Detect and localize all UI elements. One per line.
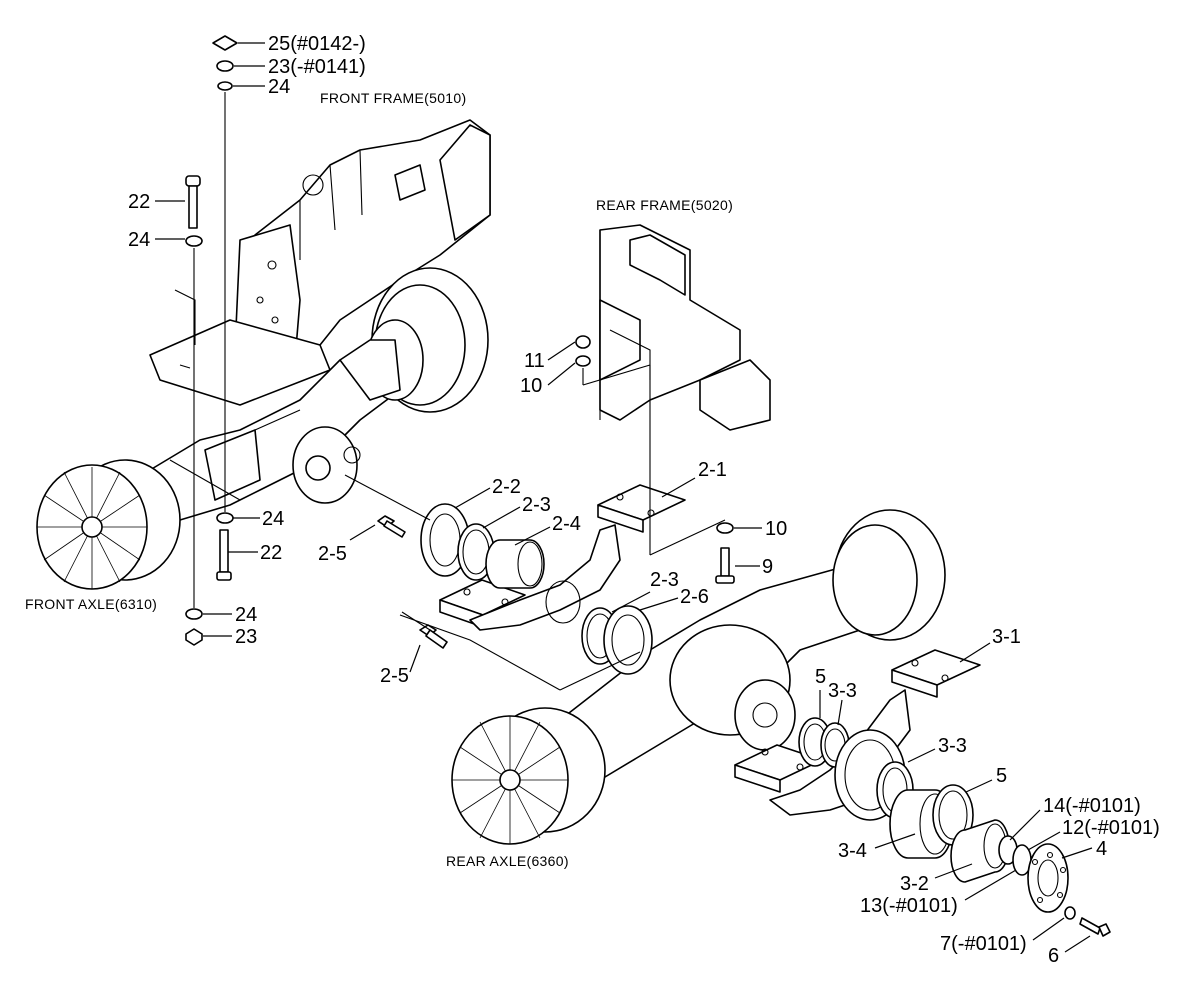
callout-24-top: 24 <box>268 76 290 98</box>
front-mount-hardware <box>185 35 238 646</box>
callout-5b: 5 <box>996 765 1007 787</box>
front-frame <box>149 119 491 406</box>
callout-3-4: 3-4 <box>838 840 867 862</box>
front-frame-caption: FRONT FRAME(5010) <box>320 90 466 106</box>
callout-14: 14(-#0101) <box>1043 795 1141 817</box>
callout-24-upper: 24 <box>128 229 150 251</box>
rear-axle <box>451 509 946 845</box>
bracket-2-1 <box>439 484 686 631</box>
callout-13: 13(-#0101) <box>860 895 958 917</box>
rear-frame <box>599 224 771 431</box>
callout-12: 12(-#0101) <box>1062 817 1160 839</box>
callout-3-1: 3-1 <box>992 626 1021 648</box>
callout-22-top: 22 <box>128 191 150 213</box>
rings-2-series <box>420 503 653 675</box>
rear-frame-caption: REAR FRAME(5020) <box>596 197 733 213</box>
callout-10-top: 10 <box>520 375 542 397</box>
callout-3-2: 3-2 <box>900 873 929 895</box>
callout-4: 4 <box>1096 838 1107 860</box>
callout-2-3b: 2-3 <box>650 569 679 591</box>
rear-axle-caption: REAR AXLE(6360) <box>446 853 569 869</box>
callout-11: 11 <box>524 350 545 372</box>
callout-24-mid: 24 <box>262 508 284 530</box>
callout-2-1: 2-1 <box>698 459 727 481</box>
guide-lines <box>344 474 641 691</box>
callout-23-low: 23 <box>235 626 257 648</box>
callout-9: 9 <box>762 556 773 578</box>
callout-7: 7(-#0101) <box>940 933 1027 955</box>
callout-25: 25(#0142-) <box>268 33 366 55</box>
callout-2-2: 2-2 <box>492 476 521 498</box>
callout-5a: 5 <box>815 666 826 688</box>
callout-2-6: 2-6 <box>680 586 709 608</box>
rear-mount-hardware <box>575 335 735 584</box>
callout-24-low: 24 <box>235 604 257 626</box>
callout-22-low: 22 <box>260 542 282 564</box>
callout-3-3b: 3-3 <box>938 735 967 757</box>
callout-2-3a: 2-3 <box>522 494 551 516</box>
leader-lines <box>155 42 1093 953</box>
rings-3-series <box>798 717 1111 937</box>
callout-6: 6 <box>1048 945 1059 967</box>
callout-10-mid: 10 <box>765 518 787 540</box>
callout-2-4: 2-4 <box>552 513 581 535</box>
callout-2-5a: 2-5 <box>318 543 347 565</box>
callout-2-5b: 2-5 <box>380 665 409 687</box>
callout-3-3a: 3-3 <box>828 680 857 702</box>
callout-23-top: 23(-#0141) <box>268 56 366 78</box>
front-axle-caption: FRONT AXLE(6310) <box>25 596 157 612</box>
front-axle <box>36 267 489 590</box>
